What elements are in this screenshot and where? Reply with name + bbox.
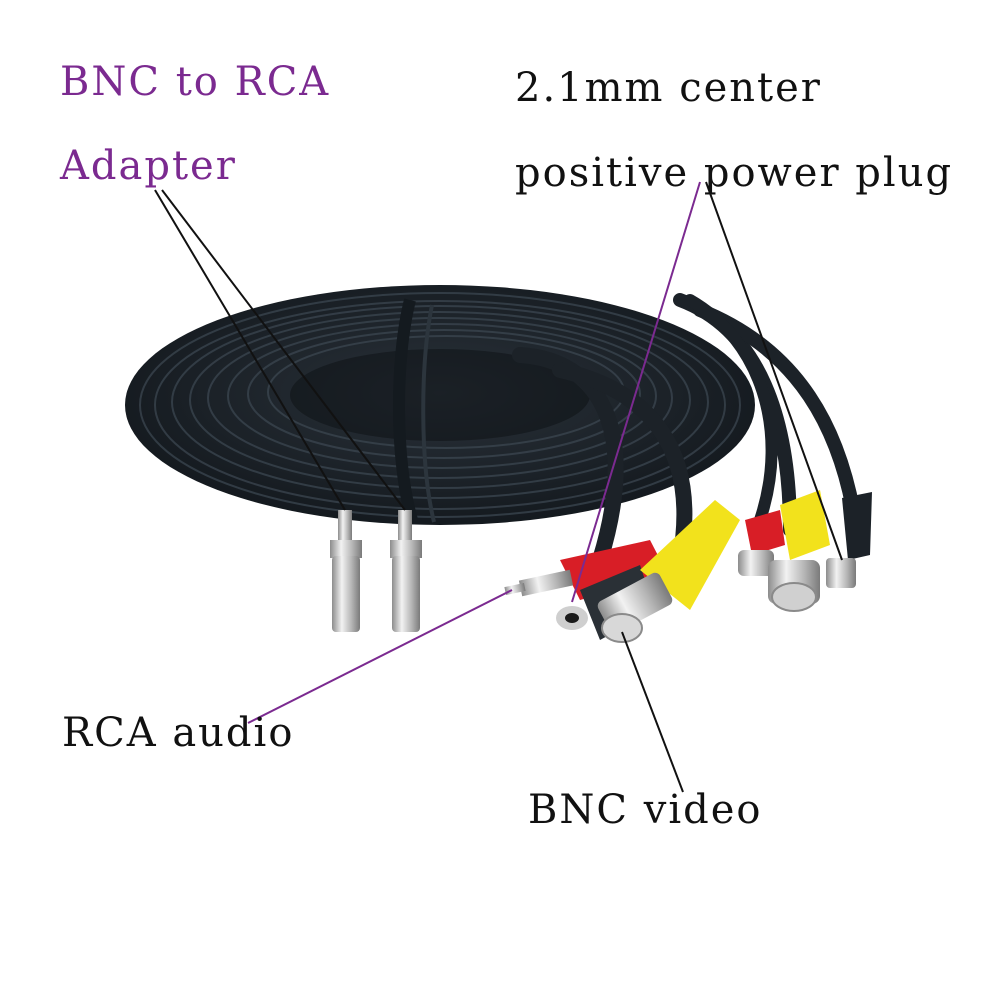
adapter-label-line1: BNC to RCA	[60, 59, 331, 105]
pointer-lines	[154, 181, 843, 793]
adapter-label-line2: Adapter	[60, 143, 237, 189]
power-plug-label-line2: positive power plug	[515, 150, 954, 196]
power-plug-label-line1: 2.1mm center	[515, 65, 822, 111]
bnc-video-label: BNC video	[528, 787, 763, 833]
rca-audio-label: RCA audio	[62, 710, 295, 756]
bnc-video-connector	[597, 500, 740, 643]
connector-leads	[512, 293, 862, 568]
right-connector-set	[738, 490, 872, 612]
bnc-rca-adapters	[330, 510, 422, 632]
cable-coil	[125, 285, 755, 525]
